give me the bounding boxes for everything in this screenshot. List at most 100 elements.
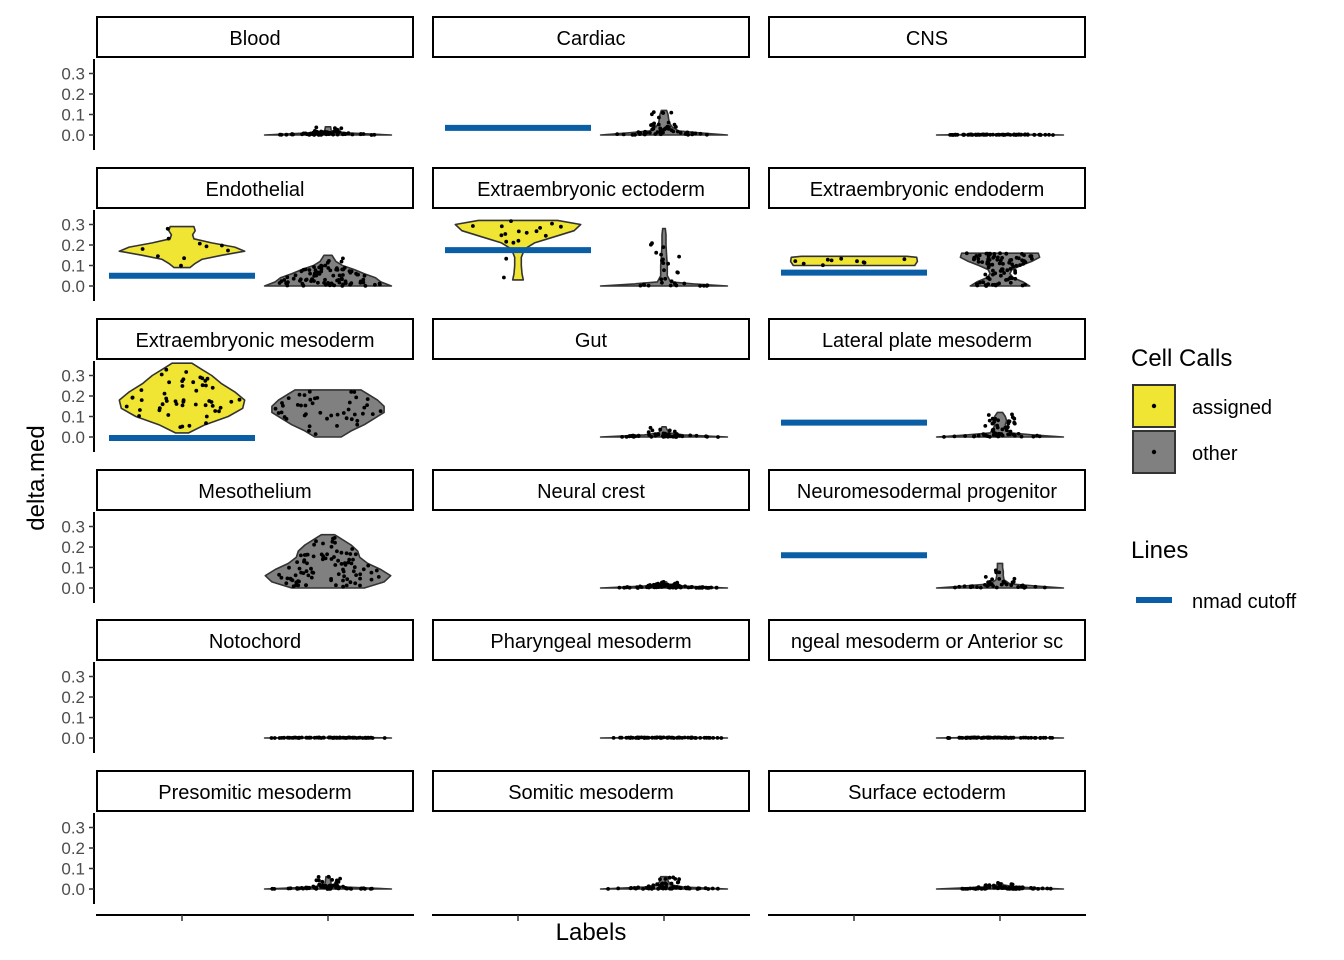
facet-strip-label: Presomitic mesoderm [158,782,351,804]
other-point [642,735,646,740]
other-point [290,132,294,136]
other-point [346,560,351,565]
other-point [643,130,647,134]
other-point [986,254,991,259]
other-point [651,126,656,131]
other-point [303,267,308,272]
y-tick-label: 0.0 [61,126,85,145]
other-point [677,433,682,438]
other-point [1008,267,1013,271]
other-point [341,256,345,261]
other-point [314,539,318,544]
other-point [304,886,309,891]
other-point [339,126,344,131]
other-point [629,886,633,890]
other-point [342,266,347,270]
facet-strip-label: Extraembryonic ectoderm [477,179,705,201]
assigned-point [157,408,162,413]
other-point [279,279,284,284]
other-point [991,584,995,588]
other-point [307,132,312,137]
other-point [341,735,345,740]
legend-title-cell-calls: Cell Calls [1131,345,1232,372]
other-point [349,390,354,394]
other-point [998,258,1003,263]
other-point [295,403,300,407]
other-point [369,133,374,137]
other-point [660,110,665,115]
other-point [322,131,326,135]
other-point [704,284,709,288]
other-point [961,132,966,137]
other-point [347,735,351,740]
other-point [704,585,708,590]
panel-pharyngeal-mesoderm: Pharyngeal mesoderm [432,619,750,740]
assigned-point [855,259,859,264]
other-point [991,132,995,137]
assigned-point [181,377,186,382]
other-point [310,401,315,406]
other-point [689,735,694,740]
other-point [313,396,317,401]
other-point [659,252,663,257]
other-point [668,283,673,288]
other-point [650,735,654,740]
other-point [656,122,661,127]
assigned-point [801,261,806,266]
other-point [361,411,365,416]
other-point [621,132,626,137]
other-point [983,575,988,579]
other-point [301,571,306,575]
assigned-point [174,402,179,406]
assigned-point [191,380,196,385]
other-point [312,265,316,269]
other-point [369,577,374,582]
other-point [1001,132,1006,137]
legend-label-nmad-cutoff: nmad cutoff [1192,591,1297,613]
other-point [305,561,309,566]
other-point [355,422,360,427]
assigned-point [213,409,218,413]
other-point [291,735,296,740]
other-point [325,416,329,421]
facet-strip [432,619,750,661]
other-point [1009,882,1014,887]
other-point [1000,736,1005,740]
other-point [312,274,317,278]
assigned-point [229,399,234,404]
other-point [357,735,361,740]
other-point [678,131,683,135]
other-point [336,558,340,563]
other-point [657,115,661,120]
y-tick-label: 0.2 [61,85,85,104]
other-point [632,886,637,890]
other-point [646,735,651,740]
facet-strip [432,770,750,812]
other-point [975,283,980,288]
facet-strip [96,318,414,360]
assigned-point [218,405,223,410]
y-tick-label: 0.2 [61,236,85,255]
other-point [1010,580,1015,585]
other-point [362,405,367,410]
facet-strip [768,16,1086,58]
other-point [973,132,978,137]
other-point [1020,283,1025,288]
other-point [286,280,290,285]
other-point [974,254,979,258]
other-point [307,429,311,433]
other-point [282,735,286,740]
panel-neural-crest: Neural crest [432,469,750,590]
other-point [703,886,708,891]
assigned-point [504,256,509,261]
other-point [293,573,298,578]
other-point [336,886,341,891]
other-violin [263,254,393,287]
other-point [340,277,344,282]
other-point [1016,585,1020,589]
other-point [627,585,632,590]
other-point [976,260,981,264]
other-point [948,133,952,137]
other-point [337,130,342,135]
other-point [620,435,624,439]
